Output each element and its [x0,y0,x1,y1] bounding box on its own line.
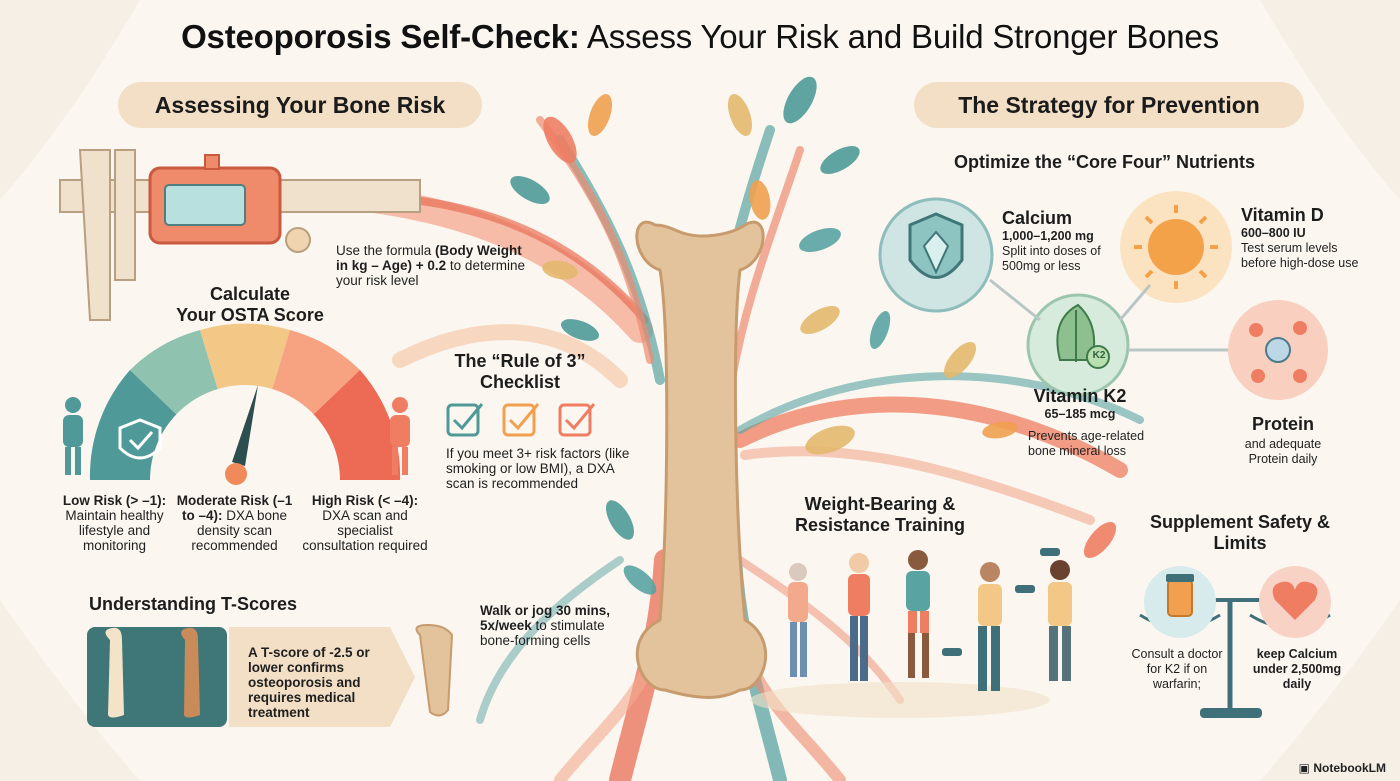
caliper-icon [59,149,421,321]
page-title-bold: Osteoporosis Self-Check: [181,18,580,55]
scale-icon [1139,566,1331,718]
rule-of-3-heading: The “Rule of 3” Checklist [454,351,586,392]
nutrient-connectors [989,278,1228,352]
vitamin-d-dose: 600–800 IU [1241,226,1306,240]
risk-high: High Risk (< –4): DXA scan and specialis… [300,493,430,553]
nutrients-heading: Optimize the “Core Four” Nutrients [954,152,1256,172]
person-icon [63,397,83,475]
calcium-desc: Split into doses of 500mg or less [1002,244,1101,273]
nutrient-vitamin-k2: Vitamin K2 65–185 mcg [1020,386,1140,422]
calcium-icon [878,197,994,313]
tscores-heading: Understanding T-Scores [89,594,298,614]
osta-formula-post: to determine your risk level [336,258,525,288]
calcium-dose: 1,000–1,200 mg [1002,229,1094,243]
leaves [510,76,1117,595]
elderly-person-icon [390,397,410,475]
risk-gauge [89,323,401,485]
vitamin-k2-desc: Prevents age-related bone mineral loss [1028,429,1145,458]
risk-moderate: Moderate Risk (–1 to –4): DXA bone densi… [172,493,297,553]
safety-right-text: keep Calcium under 2,500mg daily [1252,647,1342,691]
vitamin-d-desc: Test serum levels before high-dose use [1241,241,1359,270]
brand-text: NotebookLM [1313,761,1386,775]
osta-formula-pre: Use the formula [336,243,436,258]
brand-notebooklm: ▣ NotebookLM [1299,761,1386,775]
section-heading-assessing: Assessing Your Bone Risk [118,82,482,128]
vitamin-k2-name: Vitamin K2 [1033,386,1127,406]
page-title-rest: Assess Your Risk and Build Stronger Bone… [579,18,1219,55]
sun-icon [1120,191,1232,303]
osta-formula-bold: (Body Weight in kg – Age) + 0.2 [336,243,522,273]
nutrient-protein: Protein and adequate Protein daily [1228,414,1338,467]
k2-badge: K2 [1092,350,1106,361]
osta-formula: Use the formula (Body Weight in kg – Age… [336,243,536,288]
protein-name: Protein [1251,414,1314,434]
exercising-people-icon [750,548,1072,718]
tscore-bones-icon [87,623,454,727]
training-heading: Weight-Bearing & Resistance Training [794,494,966,535]
checklist-icons [446,403,596,437]
osta-heading: Calculate Your OSTA Score [150,284,350,326]
molecule-icon [1228,300,1328,400]
nutrient-vitamin-d: Vitamin D 600–800 IU Test serum levels b… [1241,205,1361,271]
risk-moderate-desc: DXA bone density scan recommended [191,508,288,553]
walk-text: Walk or jog 30 mins, 5x/week to stimulat… [480,603,630,648]
leaf-icon [1026,293,1130,397]
safety-heading: Supplement Safety & Limits [1149,512,1331,553]
shield-icon [118,418,162,460]
safety-left-text: Consult a doctor for K2 if on warfarin; [1131,647,1223,691]
risk-high-label: High Risk (< –4): [311,493,419,508]
protein-desc: and adequate Protein daily [1244,437,1322,466]
vitamin-d-name: Vitamin D [1241,205,1324,225]
vitamin-k2-dose: 65–185 mcg [1044,407,1116,421]
page-title: Osteoporosis Self-Check: Assess Your Ris… [0,18,1400,56]
risk-low-desc: Maintain healthy lifestyle and monitorin… [65,508,164,553]
risk-low: Low Risk (> –1): Maintain healthy lifest… [52,493,177,553]
tscores-text: A T-score of -2.5 or lower confirms oste… [248,645,370,720]
risk-low-label: Low Risk (> –1): [62,493,167,508]
osta-heading-line2: Your OSTA Score [176,305,324,325]
notebook-icon: ▣ [1298,761,1314,775]
section-heading-prevention: The Strategy for Prevention [914,82,1304,128]
bone-icon [635,220,767,699]
walk-text-bold: Walk or jog 30 mins, 5x/week [480,603,611,633]
risk-moderate-label: Moderate Risk (–1 to –4): [176,493,293,523]
walk-text-rest: to stimulate bone-forming cells [480,618,605,648]
risk-high-desc: DXA scan and specialist consultation req… [302,508,428,553]
osta-heading-line1: Calculate [209,284,291,304]
rule-of-3-text: If you meet 3+ risk factors (like smokin… [446,446,630,491]
calcium-name: Calcium [1002,208,1073,228]
nutrient-calcium: Calcium 1,000–1,200 mg Split into doses … [1002,208,1127,274]
